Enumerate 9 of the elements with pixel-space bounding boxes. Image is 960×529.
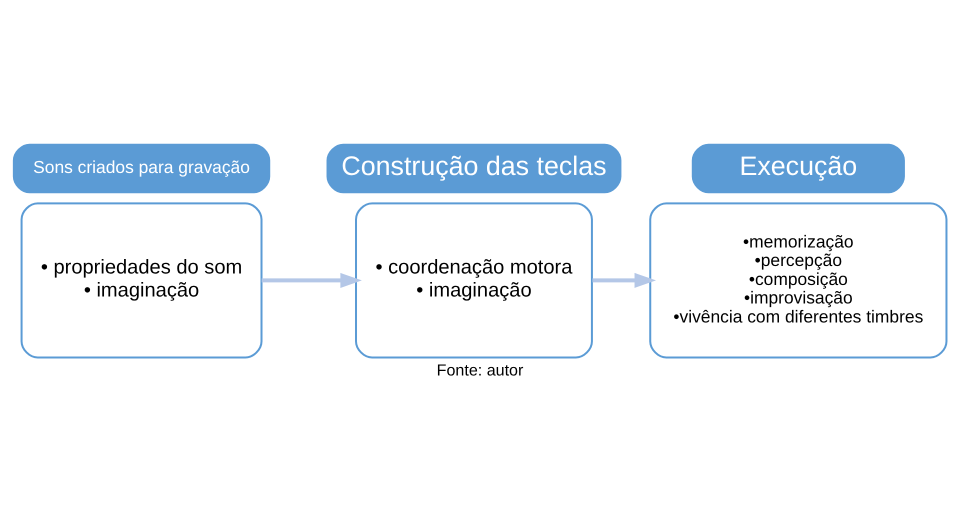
node-box: Sons criados para gravação	[12, 143, 270, 193]
node-box: Execução	[692, 143, 905, 193]
caption: Fonte: autor	[436, 361, 524, 380]
node-box: Construção das teclas	[326, 143, 622, 193]
arrow	[262, 272, 362, 288]
node-box: •memorização •percepção •composição •improvisação •vivência com diferentes timbres	[649, 202, 948, 358]
arrow	[592, 272, 656, 288]
node-box: • propriedades do som • imaginação	[20, 202, 263, 358]
node-box: • coordenação motora • imaginação	[355, 202, 593, 358]
